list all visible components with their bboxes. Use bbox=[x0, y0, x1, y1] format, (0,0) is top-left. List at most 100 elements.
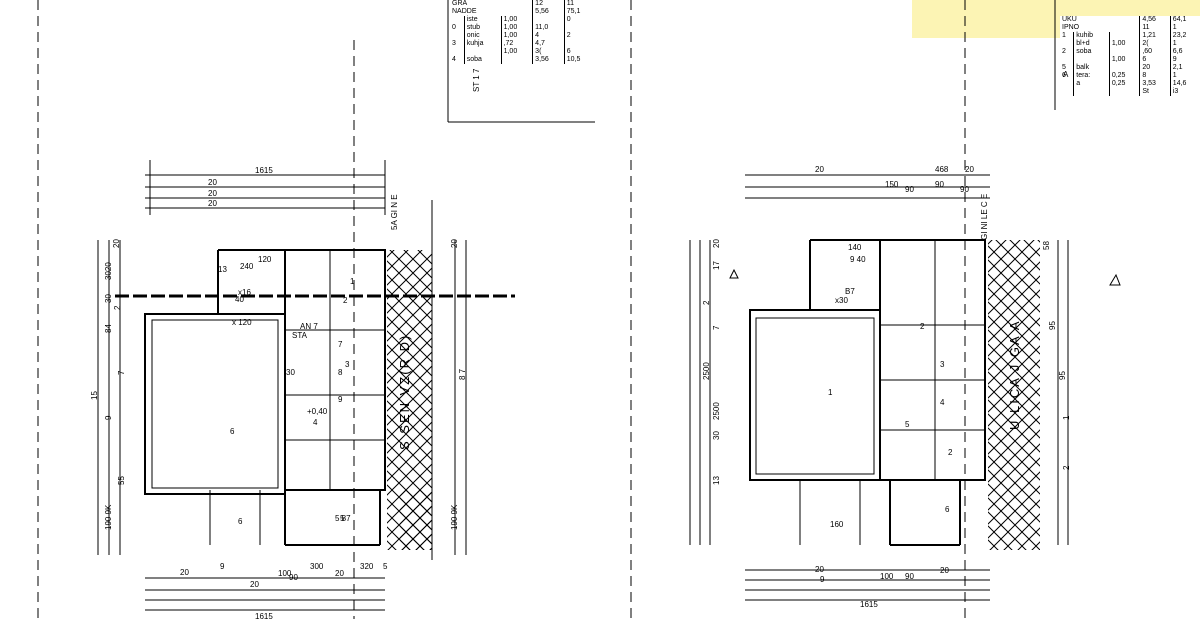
table-cell-k bbox=[1108, 88, 1140, 96]
table-cell-a: 3,56 bbox=[532, 56, 565, 64]
table-header-name: GRA bbox=[452, 0, 468, 7]
dimension-label: 1615 bbox=[860, 600, 878, 609]
dimension-label: 5 bbox=[383, 562, 388, 571]
table-cell-k: 1,00 bbox=[500, 16, 533, 24]
dimension-label: 300 bbox=[310, 562, 324, 571]
table-cell-a: 11,0 bbox=[532, 24, 565, 32]
table-cell-n: 5 bbox=[1062, 64, 1066, 71]
table-cell-k bbox=[1108, 48, 1140, 56]
annotation-label: 30 bbox=[286, 368, 295, 377]
table-cell-n bbox=[1060, 80, 1074, 88]
room-number-label: 8 bbox=[338, 368, 343, 377]
table-cell-k: 1,00 bbox=[1108, 40, 1140, 48]
table-cell-n: 4 bbox=[452, 56, 456, 63]
right-vertical-note: GI NI LE C E bbox=[980, 193, 989, 240]
room-number-label: 6 bbox=[238, 517, 243, 526]
table-cell-a: 3,53 bbox=[1139, 80, 1171, 88]
table-cell-n bbox=[1060, 56, 1074, 64]
dimension-label: 7 bbox=[117, 370, 126, 375]
table-cell-name bbox=[1073, 88, 1110, 96]
dimension-label: 190 9K bbox=[104, 504, 113, 530]
dimension-label: 90 bbox=[960, 185, 969, 194]
dimension-label: 150 bbox=[885, 180, 899, 189]
dimension-label: 9 bbox=[820, 575, 825, 584]
table-cell-b: 1 bbox=[1169, 40, 1200, 48]
table-cell-a bbox=[532, 16, 565, 24]
dimension-label: 2500 bbox=[712, 402, 721, 420]
table-subheader-val2: 1 bbox=[1169, 24, 1200, 32]
table-cell-b: i3 bbox=[1169, 88, 1200, 96]
table-cell-a: 3( bbox=[532, 48, 565, 56]
table-cell-b: 2 bbox=[563, 32, 595, 40]
dimension-label: 95 bbox=[1048, 321, 1057, 330]
table-cell-name: soba bbox=[1073, 48, 1110, 56]
room-number-label: 2 bbox=[920, 322, 925, 331]
dimension-label: 1615 bbox=[255, 166, 273, 175]
table-cell-name: kuhja bbox=[463, 40, 502, 48]
dimension-label: 320 bbox=[360, 562, 374, 571]
dimension-label: 100 bbox=[880, 572, 894, 581]
dimension-label: 2 bbox=[113, 305, 122, 310]
table-cell-name: kuhib bbox=[1073, 32, 1110, 40]
dimension-label: 20 bbox=[250, 580, 259, 589]
table-cell-name: iste bbox=[463, 16, 502, 24]
table-cell-a: 4,7 bbox=[532, 40, 565, 48]
table-cell-name: a bbox=[1073, 80, 1110, 88]
dimension-label: 20 bbox=[180, 568, 189, 577]
dimension-label: 90 bbox=[905, 185, 914, 194]
annotation-label: 160 bbox=[830, 520, 844, 529]
annotation-label: 5 87 bbox=[335, 514, 351, 523]
table-cell-n bbox=[450, 48, 464, 56]
table-cell-n bbox=[1060, 88, 1074, 96]
right-dimension-lines bbox=[689, 174, 1069, 601]
dimension-label: 9 bbox=[104, 415, 113, 420]
table-cell-n bbox=[450, 32, 464, 40]
annotation-label: 140 bbox=[848, 243, 862, 252]
room-number-label: 4 bbox=[313, 418, 318, 427]
table-header-val2: 11 bbox=[563, 0, 595, 8]
table-cell-b bbox=[563, 24, 595, 32]
table-header-row: UKU 4,56 64,1 bbox=[1060, 16, 1200, 24]
table-cell-a: 20 bbox=[1139, 64, 1171, 72]
table-cell-name: stub bbox=[463, 24, 502, 32]
table-cell-k bbox=[500, 56, 533, 64]
annotation-label: 240 bbox=[240, 262, 254, 271]
dimension-label: 20 bbox=[815, 165, 824, 174]
table-cell-k: 1,00 bbox=[500, 48, 533, 56]
table-cell-a: 8 bbox=[1139, 72, 1171, 80]
room-number-label: 3 bbox=[940, 360, 945, 369]
dimension-label: 84 bbox=[104, 324, 113, 333]
table-cell-n: 3 bbox=[452, 40, 456, 47]
table-cell-k: 1,00 bbox=[1108, 56, 1140, 64]
table-cell-n: 6 bbox=[1062, 72, 1066, 79]
left-table-side-label: ST 1 7 bbox=[472, 68, 481, 92]
dimension-label: 20 bbox=[815, 565, 824, 574]
dimension-label: 90 bbox=[935, 180, 944, 189]
dimension-label: 90 bbox=[289, 573, 298, 582]
table-cell-name: balk bbox=[1073, 64, 1110, 72]
table-cell-b: 2,1 bbox=[1169, 64, 1200, 72]
table-cell-b: 0 bbox=[563, 16, 595, 24]
dimension-label: 13 bbox=[712, 476, 721, 485]
room-number-label: 6 bbox=[945, 505, 950, 514]
room-number-label: 1 bbox=[828, 388, 833, 397]
dimension-label: 17 bbox=[712, 261, 721, 270]
annotation-label: +0,40 bbox=[307, 407, 328, 416]
table-cell-name bbox=[1073, 56, 1110, 64]
annotation-label: x16 bbox=[238, 288, 251, 297]
dimension-label: 20 bbox=[450, 239, 459, 248]
table-cell-k: ,72 bbox=[500, 40, 533, 48]
table-cell-k: 1,00 bbox=[500, 24, 533, 32]
